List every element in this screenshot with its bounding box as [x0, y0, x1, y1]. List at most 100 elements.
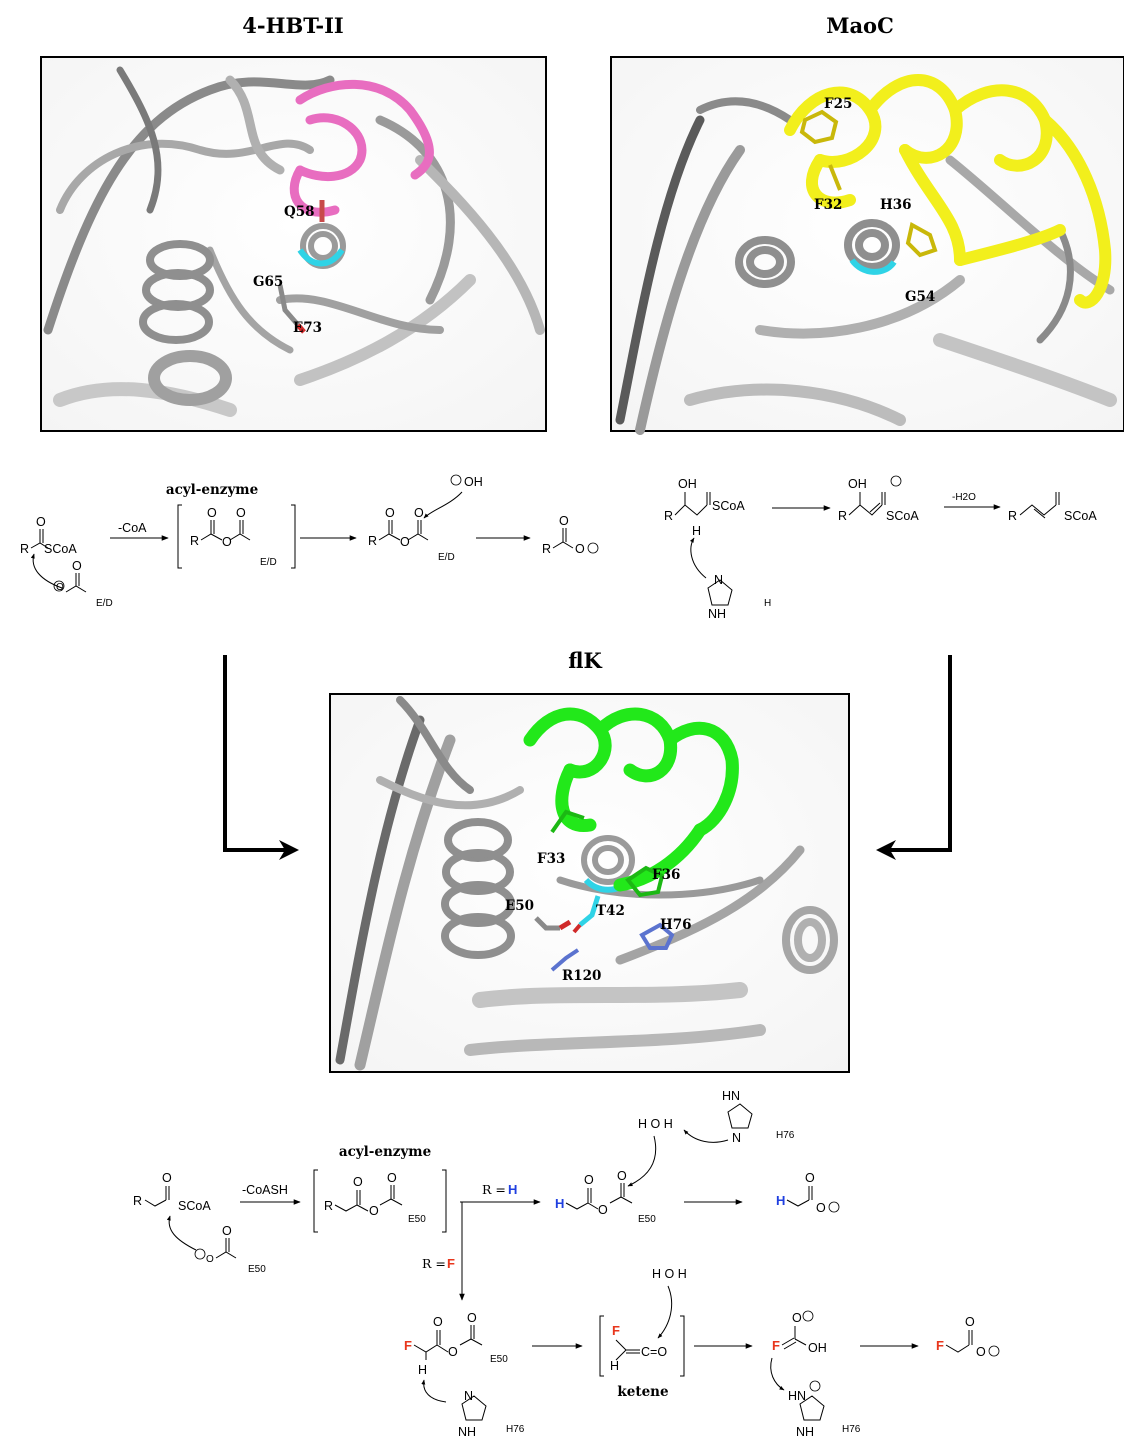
flk-ae-o3: O: [387, 1171, 397, 1185]
flk-ae-o1: O: [353, 1175, 363, 1189]
maoc-cond-h2o: -H2O: [952, 492, 976, 503]
maoc-sub-scoa: SCoA: [712, 499, 745, 513]
flk-f-prod-o2: O: [976, 1345, 986, 1359]
maoc-his-nh: NH: [708, 607, 726, 621]
flk-h-prod-o2: O: [816, 1201, 826, 1215]
hbt-int-o2: O: [400, 535, 410, 549]
flk-branch-f-prefix: R =: [422, 1256, 446, 1271]
hbt-ae-o3: O: [236, 506, 246, 520]
residue-f33: F33: [537, 851, 565, 867]
flk-his3-label: H76: [842, 1424, 861, 1435]
flk-his2-n: N: [464, 1389, 473, 1403]
flk-ketene-co: C=O: [641, 1345, 667, 1359]
residue-h76: H76: [660, 917, 692, 933]
maoc-sub-h: H: [692, 524, 701, 538]
hbt-cond-coa: -CoA: [118, 521, 147, 535]
flk-h-int-h: H: [555, 1196, 564, 1211]
maoc-his-n: N: [714, 573, 723, 587]
flk-structure-panel: F33 F36 E50 T42 H76 R120: [329, 693, 850, 1073]
flk-f-prod-f: F: [936, 1338, 944, 1353]
hbt-hydroxide: OH: [464, 475, 483, 489]
flk-his2-nh: NH: [458, 1425, 476, 1439]
flk-nuc-enz: E50: [248, 1264, 266, 1275]
flk-f-ae-enz: E50: [490, 1354, 508, 1365]
flk-f-ae-h: H: [418, 1363, 427, 1377]
maoc-prod-scoa: SCoA: [1064, 509, 1097, 523]
hbt-sub-scoa: SCoA: [44, 542, 77, 556]
residue-f36: F36: [652, 867, 680, 883]
flk-nuc-o: O: [206, 1254, 214, 1265]
residue-g54: G54: [905, 289, 935, 305]
hbt-nuc-o2: O: [72, 559, 82, 573]
maoc-title: MaoC: [826, 13, 894, 38]
flk-enol-o: O: [792, 1311, 802, 1325]
maoc-int-scoa: SCoA: [886, 509, 919, 523]
flk-f-prod-o: O: [965, 1315, 975, 1329]
maoc-mechanism-scheme: R OH SCoA H R OH SCoA -H2O R SCoA N NH H: [664, 475, 1097, 621]
hbt-int-o1: O: [385, 506, 395, 520]
residue-f25: F25: [824, 96, 852, 112]
maoc-his-h: H: [764, 598, 771, 609]
maoc-int-oh: OH: [848, 477, 867, 491]
residue-h36: H36: [880, 197, 912, 213]
flk-water-2: H O H: [652, 1267, 687, 1281]
hbt-title: 4-HBT-II: [242, 13, 343, 38]
flk-his1-n: N: [732, 1131, 741, 1145]
hbt-int-enz: E/D: [438, 552, 455, 563]
flk-ketene-label: ketene: [617, 1384, 668, 1400]
hbt-ae-o2: O: [222, 535, 232, 549]
residue-e73: E73: [293, 320, 322, 336]
flk-h-prod-o: O: [805, 1171, 815, 1185]
residue-q58: Q58: [284, 204, 315, 220]
maoc-sub-r: R: [664, 509, 673, 523]
hbt-nuc-enz: E/D: [96, 598, 113, 609]
flk-branch-f-atom: F: [447, 1256, 455, 1271]
maoc-sub-oh: OH: [678, 477, 697, 491]
hbt-ae-enz: E/D: [260, 557, 277, 568]
flk-ae-enz: E50: [408, 1214, 426, 1225]
flk-enol-oh: OH: [808, 1341, 827, 1355]
flk-cond-coash: -CoASH: [242, 1183, 288, 1197]
flk-h-int-enz: E50: [638, 1214, 656, 1225]
flk-his3-hn: HN: [788, 1389, 806, 1403]
hbt-ae-o1: O: [207, 506, 217, 520]
flk-f-ae-f: F: [404, 1338, 412, 1353]
hbt-prod-o2: O: [575, 542, 585, 556]
hbt-structure-panel: Q58 G65 E73: [40, 56, 547, 432]
flk-ae-r: R: [324, 1199, 333, 1213]
flk-h-int-o3: O: [617, 1169, 627, 1183]
residue-t42: T42: [596, 903, 625, 919]
flk-branch-h-atom: H: [508, 1182, 517, 1197]
hbt-int-r: R: [368, 534, 377, 548]
flk-h-int-o1: O: [584, 1173, 594, 1187]
hbt-mechanism-scheme: acyl-enzyme R O SCoA O O E/D -CoA R O O …: [20, 474, 599, 609]
flk-ketene-h: H: [610, 1359, 619, 1373]
maoc-prod-r: R: [1008, 509, 1017, 523]
flk-sub-scoa: SCoA: [178, 1199, 211, 1213]
hbt-int-o3: O: [414, 506, 424, 520]
flk-h-int-o2: O: [598, 1203, 608, 1217]
hbt-acyl-enzyme-label: acyl-enzyme: [166, 482, 258, 498]
flk-mechanism-scheme: acyl-enzyme R O SCoA O O E50 -CoASH R O …: [133, 1089, 1000, 1439]
maoc-int-r: R: [838, 509, 847, 523]
hbt-prod-r: R: [542, 542, 551, 556]
residue-g65: G65: [253, 274, 283, 290]
flk-sub-r: R: [133, 1194, 142, 1208]
flk-his1-label: H76: [776, 1130, 795, 1141]
flk-branch-h-prefix: R =: [482, 1182, 506, 1197]
flk-his1-hn: HN: [722, 1089, 740, 1103]
flk-title: flK: [568, 648, 602, 673]
residue-e50: E50: [505, 898, 534, 914]
flk-his2-label: H76: [506, 1424, 525, 1435]
flk-enol-f: F: [772, 1338, 780, 1353]
residue-f32: F32: [814, 197, 842, 213]
flk-his3-nh: NH: [796, 1425, 814, 1439]
flk-sub-o: O: [162, 1171, 172, 1185]
hbt-ae-r: R: [190, 534, 199, 548]
flk-ketene-f: F: [612, 1323, 620, 1338]
flk-f-ae-o1: O: [433, 1315, 443, 1329]
hbt-sub-o: O: [36, 515, 46, 529]
flk-ae-o2: O: [369, 1204, 379, 1218]
flk-h-prod-h: H: [776, 1193, 785, 1208]
